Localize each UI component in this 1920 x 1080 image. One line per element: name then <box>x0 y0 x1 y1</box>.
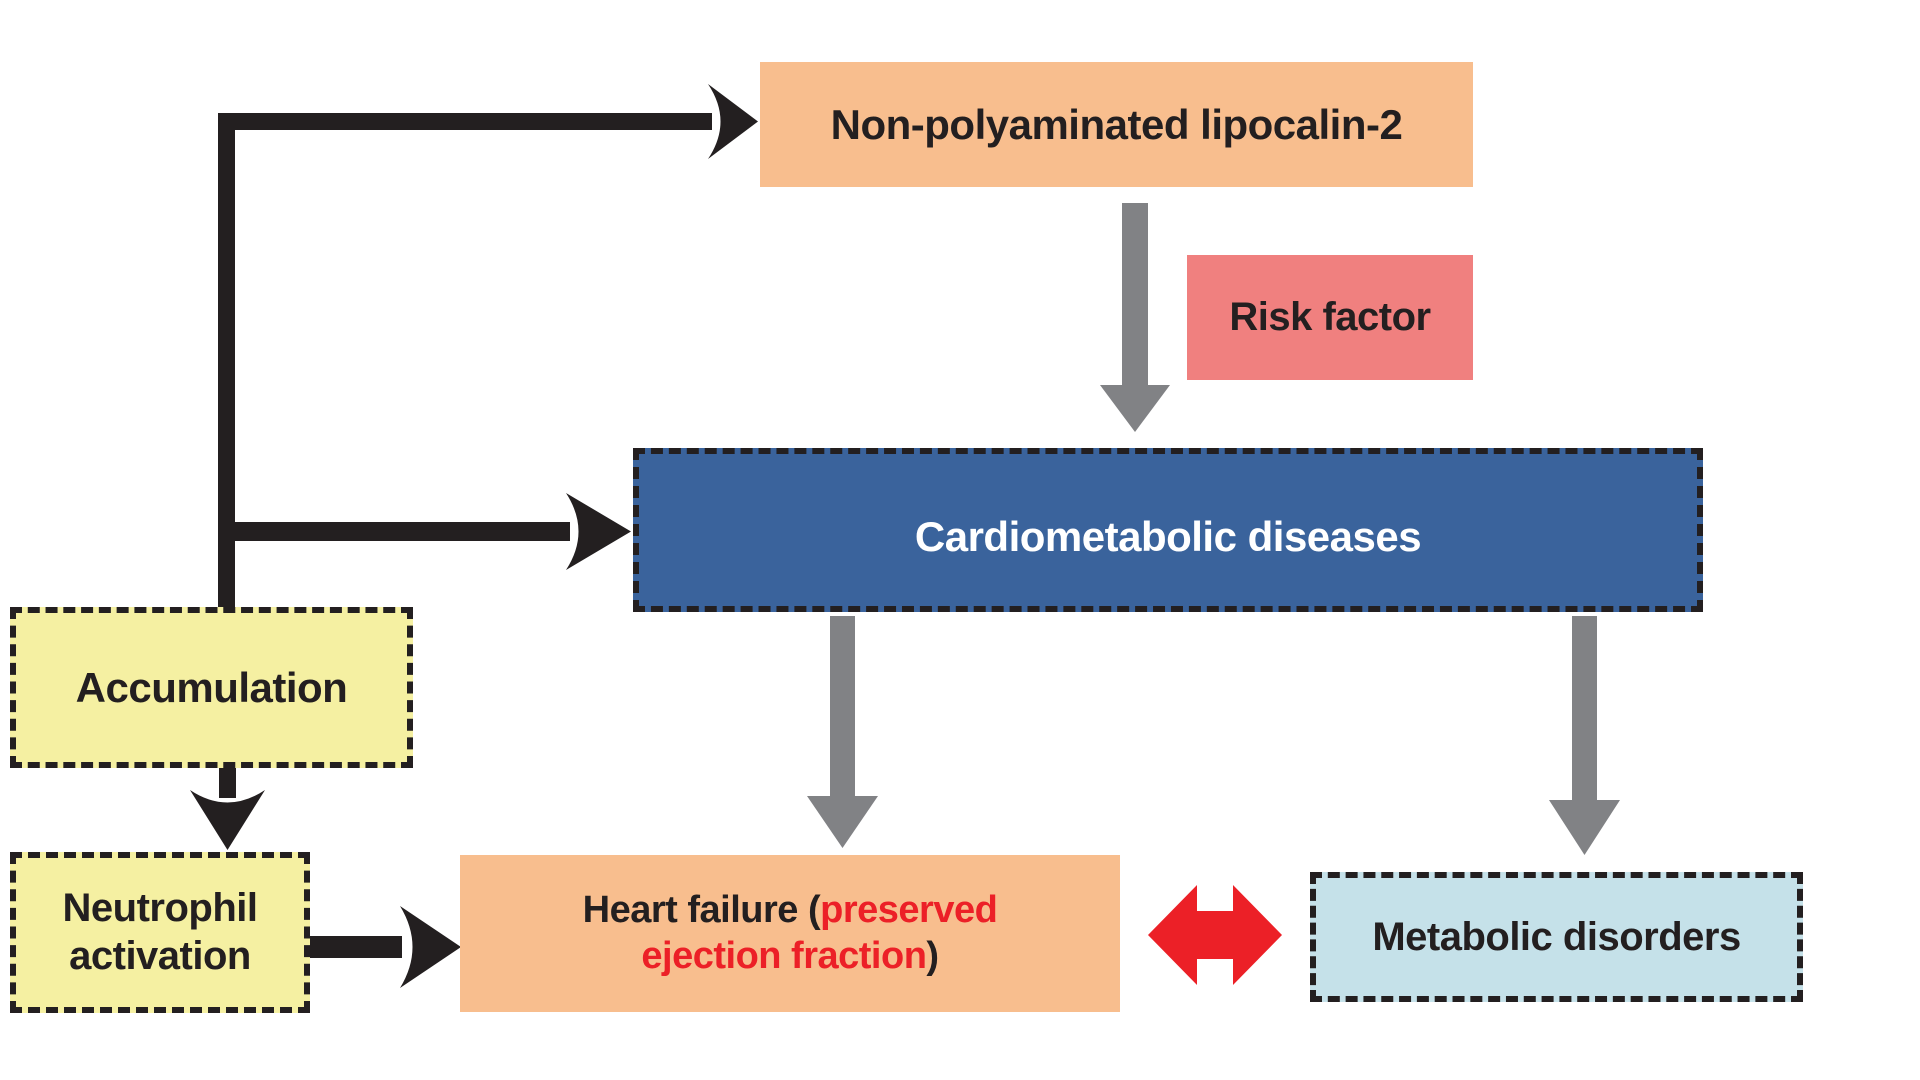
node-cardiometabolic-diseases: Cardiometabolic diseases <box>633 448 1703 612</box>
node-metabolic-disorders-label: Metabolic disorders <box>1372 914 1741 959</box>
arrow-trunk-to-cardiometabolic <box>218 493 631 570</box>
arrow-cardiometabolic-to-heart-failure <box>807 616 878 848</box>
connector-vertical-trunk <box>218 113 235 608</box>
node-heart-failure: Heart failure (preserved ejection fracti… <box>460 855 1120 1012</box>
node-accumulation-label: Accumulation <box>75 663 348 711</box>
node-neutrophil-activation: Neutrophil activation <box>10 852 310 1013</box>
node-non-polyaminated-lipocalin-label: Non-polyaminated lipocalin-2 <box>830 100 1403 148</box>
node-metabolic-disorders: Metabolic disorders <box>1310 872 1803 1002</box>
node-non-polyaminated-lipocalin: Non-polyaminated lipocalin-2 <box>760 62 1473 187</box>
arrow-accumulation-to-neutrophil <box>190 768 265 850</box>
arrow-trunk-to-lipocalin <box>218 84 758 159</box>
node-accumulation: Accumulation <box>10 607 413 768</box>
node-risk-factor: Risk factor <box>1187 255 1473 380</box>
arrow-lipocalin-to-cardiometabolic <box>1100 203 1170 432</box>
arrow-bidirectional-heart-metabolic <box>1148 885 1282 985</box>
arrow-neutrophil-to-heart-failure <box>310 906 461 988</box>
node-risk-factor-label: Risk factor <box>1229 295 1431 339</box>
arrow-cardiometabolic-to-metabolic <box>1549 616 1620 855</box>
node-heart-failure-label: Heart failure (preserved ejection fracti… <box>582 888 998 977</box>
node-cardiometabolic-diseases-label: Cardiometabolic diseases <box>914 513 1422 560</box>
node-neutrophil-activation-label: Neutrophil activation <box>62 886 258 978</box>
